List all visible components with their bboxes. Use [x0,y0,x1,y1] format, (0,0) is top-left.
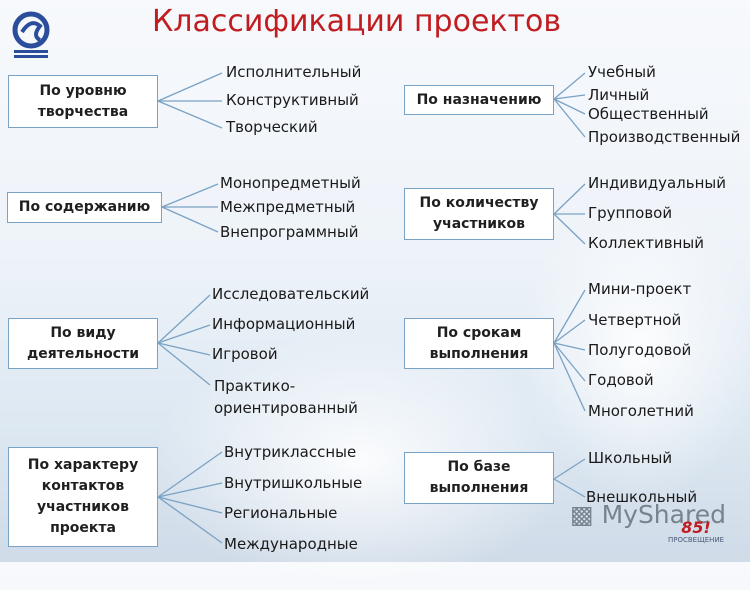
list-item: Игровой [212,345,278,363]
list-item: Внутришкольные [224,474,363,492]
list-item: Региональные [224,504,338,522]
presentation-icon: ▩ [570,500,594,529]
list-item: Исполнительный [226,63,362,81]
list-item: Многолетний [588,402,694,420]
list-item: Исследовательский [212,285,370,303]
category-box-contacts: По характеру контактов участников проект… [8,447,158,547]
watermark: ▩ MyShared [570,500,726,529]
list-item: Международные [224,535,358,553]
list-item: Монопредметный [220,174,361,192]
list-item: Четвертной [588,311,682,329]
list-item: Информационный [212,315,356,333]
logo-icon [12,11,50,58]
list-item: Творческий [226,118,318,136]
page-title: Классификации проектов [152,4,562,39]
list-item: Учебный [588,63,656,81]
list-item: Внутриклассные [224,443,357,461]
list-item: Полугодовой [588,341,692,359]
list-item: Межпредметный [220,198,356,216]
list-item: Практико-ориентированный [214,377,358,417]
category-box-activity: По виду деятельности [8,318,158,369]
category-box-base: По базе выполнения [404,452,554,504]
publisher-logo: 85! ПРОСВЕЩЕНИЕ [668,518,725,545]
list-item: Общественный [588,105,709,123]
list-item: Внепрограммный [220,223,359,241]
list-item: Личный [588,86,650,104]
connector-lines [157,72,586,544]
list-item: Коллективный [588,234,705,252]
list-item: Годовой [588,371,654,389]
list-item: Индивидуальный [588,174,727,192]
list-item: Школьный [588,449,673,467]
list-item: Производственный [588,128,741,146]
list-item: Мини-проект [588,280,692,298]
category-box-purpose: По назначению [404,85,554,115]
list-item: Групповой [588,204,673,222]
list-item: Внешкольный [586,488,698,506]
category-box-creativity: По уровню творчества [8,75,158,128]
category-box-content: По содержанию [7,192,162,223]
category-box-duration: По срокам выполнения [404,318,554,369]
category-box-participants: По количеству участников [404,188,554,240]
list-item: Конструктивный [226,91,359,109]
